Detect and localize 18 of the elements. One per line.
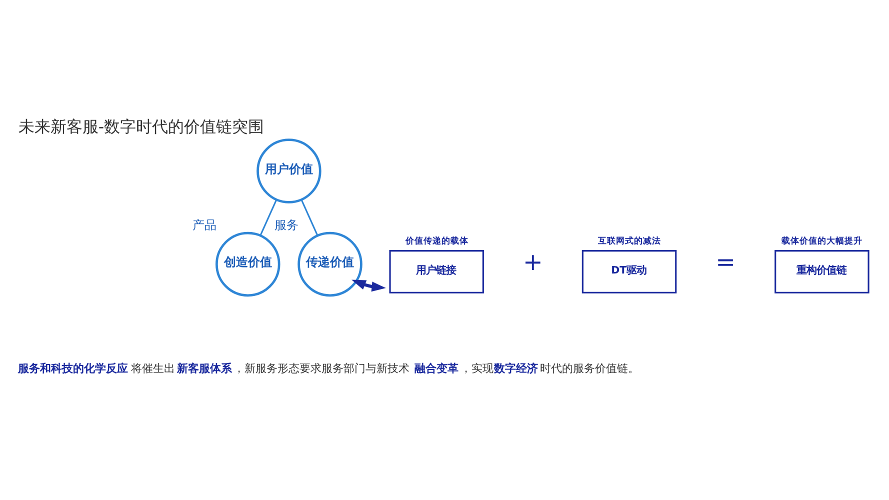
label: 服务和科技的化学反应将催生出新客服体系，新服务形态要求服务部门与新技术融合变革，实现数字经济时代的服务价值链。 xyxy=(18,362,640,375)
node-box: DT驱动 xyxy=(582,250,677,294)
node-circle: 创造价值 xyxy=(216,232,280,297)
node-label: 产品 xyxy=(192,218,216,232)
node-label: 互联网式的减法 xyxy=(598,236,662,247)
node-box: 重构价值链 xyxy=(774,250,870,294)
label: + xyxy=(523,248,543,276)
node-box: 用户链接 xyxy=(389,250,484,294)
node-label: 服务 xyxy=(274,218,299,232)
diagram-title: 未来新客服-数字时代的价值链突围 xyxy=(18,116,264,136)
node-circle: 传递价值 xyxy=(298,232,362,297)
node-label: 载体价值的大幅提升 xyxy=(782,236,863,247)
arrow xyxy=(352,280,386,292)
node-circle: 用户价值 xyxy=(256,138,322,204)
node-label: 价值传递的载体 xyxy=(405,236,468,247)
connector xyxy=(300,199,318,236)
label: = xyxy=(716,248,736,276)
connector xyxy=(260,199,278,236)
